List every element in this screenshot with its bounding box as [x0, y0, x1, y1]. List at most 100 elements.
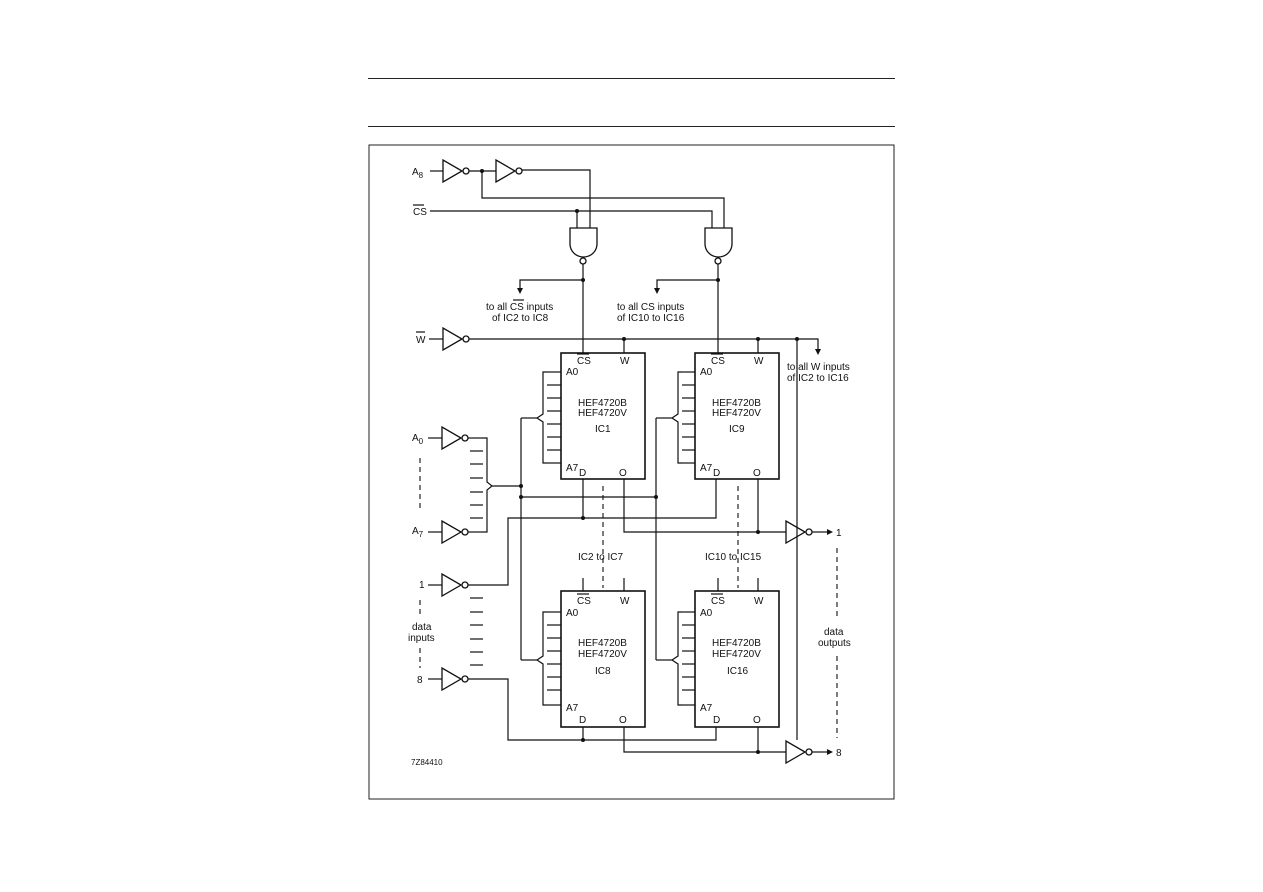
chip-id: IC8 [595, 666, 611, 677]
label-out-1: 1 [836, 528, 842, 539]
address-comb-ic8 [535, 611, 561, 706]
part-number-2: HEF4720V [578, 649, 627, 660]
junction [756, 750, 760, 754]
inverter-bubble [462, 167, 470, 175]
inverter-bubble [515, 167, 523, 175]
junction [575, 209, 579, 213]
chip-id: IC9 [729, 424, 745, 435]
pin-w: W [620, 356, 630, 367]
wire-a8-inverted [481, 171, 725, 228]
a8-sub: 8 [419, 171, 424, 180]
label-in-1: 1 [419, 580, 425, 591]
part-number-2: HEF4720V [712, 649, 761, 660]
second-rule [368, 126, 895, 127]
chip-ic8: CS W A0 A7 HEF4720B HEF4720V IC8 D O [560, 590, 646, 728]
arrow-head [827, 749, 833, 755]
label-cs: CS [413, 207, 427, 218]
pin-a7: A7 [566, 703, 579, 714]
pin-w: W [754, 596, 764, 607]
label-data-outputs-1: data [824, 627, 844, 638]
junction [581, 278, 585, 282]
label-ic10-ic15: IC10 to IC15 [705, 552, 762, 563]
pin-a7: A7 [700, 703, 713, 714]
chip-body [560, 352, 646, 480]
top-rule [368, 78, 895, 79]
chip-id: IC1 [595, 424, 611, 435]
pin-cs: CS [577, 596, 591, 607]
a7-letter: A [412, 526, 419, 537]
inverter-bubble [461, 675, 469, 683]
pin-d: D [713, 468, 720, 479]
pin-o: O [753, 468, 761, 479]
pin-d: D [713, 715, 720, 726]
part-number-1: HEF4720B [712, 398, 761, 409]
junction [756, 530, 760, 534]
chip-ic9: CS W A0 A7 HEF4720B HEF4720V IC9 D O [694, 352, 780, 480]
pin-a7: A7 [700, 463, 713, 474]
pin-o: O [619, 468, 627, 479]
junction [519, 495, 523, 499]
junction [716, 278, 720, 282]
a8-letter: A [412, 167, 419, 178]
arrow-head [517, 288, 523, 294]
wire-data-in-8 [468, 678, 717, 741]
note-w-line1: to all W inputs [787, 362, 850, 373]
arrow-head [815, 349, 821, 355]
inverter-a0 [441, 425, 463, 451]
diagram-frame [368, 144, 895, 800]
pin-a0: A0 [700, 608, 713, 619]
address-comb-ic1 [535, 371, 561, 464]
pin-a0: A0 [566, 367, 579, 378]
note-cs-low-line1: to all CS inputs [486, 302, 553, 313]
label-in-8: 8 [417, 675, 423, 686]
part-number-1: HEF4720B [712, 638, 761, 649]
inverter-a8-1 [442, 158, 464, 184]
nand-gate-1 [569, 227, 598, 258]
address-comb-ic9 [670, 371, 695, 464]
chip-body [694, 352, 780, 480]
wire-a8-true [522, 169, 591, 228]
inverter-bubble [462, 335, 470, 343]
pin-d: D [579, 468, 586, 479]
address-bus-lines [470, 450, 483, 519]
output-inverter-1 [785, 519, 807, 545]
chip-body [694, 590, 780, 728]
junction [795, 337, 799, 341]
nand-bubble [714, 257, 722, 265]
output-inverter-8 [785, 739, 807, 765]
pin-d: D [579, 715, 586, 726]
wire-cs [430, 210, 713, 228]
inverter-data-in-1 [441, 572, 463, 598]
label-a8: A8 [412, 167, 424, 180]
junction [622, 337, 626, 341]
inverter-bubble [805, 748, 813, 756]
wire-cs-fanout-high [656, 279, 718, 288]
part-number-2: HEF4720V [712, 408, 761, 419]
a0-sub: 0 [419, 437, 424, 446]
figure-code: 7Z84410 [411, 758, 443, 767]
wire-out-8 [623, 727, 786, 753]
pin-o: O [619, 715, 627, 726]
note-cs-high-line2: of IC10 to IC16 [617, 313, 685, 324]
label-ic2-ic7: IC2 to IC7 [578, 552, 623, 563]
note-cs-high-line1: to all CS inputs [617, 302, 684, 313]
chip-body [560, 590, 646, 728]
pin-cs: CS [711, 356, 725, 367]
chip-ic1: CS W A0 A7 HEF4720B HEF4720V IC1 D O [560, 352, 646, 480]
label-a7-input: A7 [412, 526, 424, 539]
pin-a7: A7 [566, 463, 579, 474]
nand-bubble [579, 257, 587, 265]
inverter-a8-2 [495, 158, 517, 184]
pin-a0: A0 [566, 608, 579, 619]
label-w: W [416, 335, 426, 346]
junction [756, 337, 760, 341]
note-w-line2: of IC2 to IC16 [787, 373, 849, 384]
pin-o: O [753, 715, 761, 726]
inverter-w [442, 326, 464, 352]
wire-data-in-1 [468, 479, 717, 586]
pin-cs: CS [577, 356, 591, 367]
wire-cs-fanout-low [519, 279, 583, 288]
note-cs-low-line2: of IC2 to IC8 [492, 313, 549, 324]
inverter-bubble [805, 528, 813, 536]
